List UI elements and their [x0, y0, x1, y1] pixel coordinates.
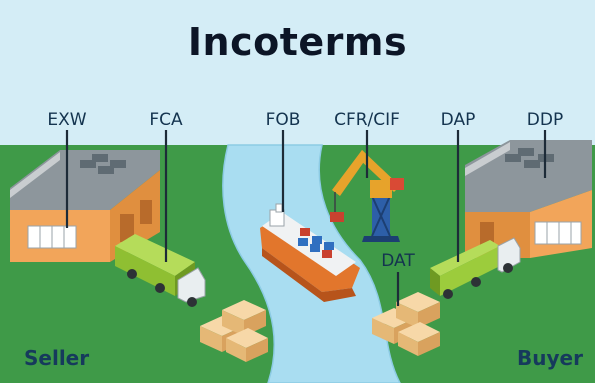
port-crane — [330, 150, 404, 242]
buyer-label: Buyer — [517, 346, 583, 370]
buyer-truck — [430, 237, 521, 299]
dat-cargo-boxes — [372, 292, 440, 356]
cargo-ship — [260, 203, 360, 302]
term-label-ddp: DDP — [526, 110, 564, 130]
term-label-fca: FCA — [149, 110, 183, 130]
sky — [0, 0, 595, 150]
pointer-lines — [65, 130, 547, 306]
seller-label: Seller — [24, 346, 90, 370]
seller-truck — [115, 234, 206, 307]
term-label-fob: FOB — [265, 110, 301, 130]
term-label-dap: DAP — [440, 110, 476, 130]
seller-warehouse — [10, 150, 160, 262]
seller-cargo-boxes — [200, 300, 268, 362]
page-title: Incoterms — [187, 20, 408, 64]
term-label-cfr-cif: CFR/CIF — [334, 110, 400, 130]
buyer-warehouse — [465, 140, 592, 258]
term-label-dat: DAT — [381, 251, 415, 271]
term-label-exw: EXW — [47, 110, 87, 130]
